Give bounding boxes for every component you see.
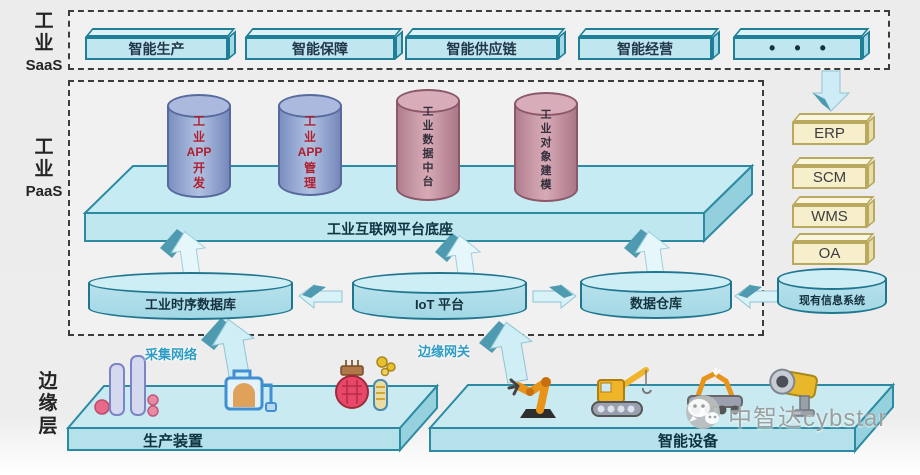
system-box-oa: OA [792,233,875,265]
cylinder-label: 工 业 数 据 中 台 [422,106,434,189]
saas-box-label: 智能供应链 [405,37,558,60]
arrow-iot-to-warehouse [532,284,577,309]
paas-side-label: 工 业 PaaS [18,137,70,201]
edge-side-label: 边 缘 层 [22,371,74,438]
db-cylinder-warehouse: 数据仓库 [580,271,732,319]
saas-side-label: 工 业 SaaS [18,11,70,75]
robot-arm-icon [507,377,556,418]
paas-cylinder-object-modeling: 工 业 对 象 建 模 [514,92,578,202]
paas-side-char1: 工 [34,137,54,158]
saas-side-char1: 工 [34,11,54,32]
edge-side-char1: 边 [38,371,58,392]
edge-gateway-label: 边缘网关 [418,344,471,359]
platform-base-label: 工业互联网平台底座 [327,221,453,237]
saas-box-label: 智能生产 [85,37,228,60]
system-box-label: SCM [792,166,867,189]
saas-box-smart-supply-chain: 智能供应链 [405,28,566,60]
system-box-label: ERP [792,122,867,145]
watermark-text: 中智达cybstar [728,405,888,432]
paas-cylinder-app-mgmt: 工 业 APP 管 理 [278,94,342,196]
system-box-label: OA [792,242,867,265]
production-platform-label: 生产装置 [142,433,203,450]
saas-box-smart-operation: 智能经营 [578,28,720,60]
paas-cylinder-app-dev: 工 业 APP 开 发 [167,94,231,198]
paas-side-text: PaaS [25,182,63,200]
devices-platform-label: 智能设备 [657,433,718,450]
collect-network-label: 采集网络 [145,347,198,362]
cylinder-label: 工 业 对 象 建 模 [540,109,552,192]
cylinder-label: 工 业 APP 开 发 [186,114,212,191]
db-label: IoT 平台 [414,297,465,312]
system-box-scm: SCM [792,157,875,189]
legacy-systems-label: 现有信息系统 [799,295,865,307]
system-box-wms: WMS [792,196,875,228]
saas-box-more: • • • [733,28,870,60]
saas-side-text: SaaS [25,56,63,74]
mixer-machine-icon [224,369,277,412]
edge-side-char3: 层 [38,415,58,437]
paas-cylinder-data-platform: 工 业 数 据 中 台 [396,89,460,201]
db-cylinder-iot-platform: IoT 平台 [352,272,527,320]
paas-side-char2: 业 [34,159,54,181]
system-box-label: WMS [792,205,867,228]
arrow-edge-gateway-up [478,318,539,386]
distillation-column-icon [94,355,159,417]
arrow-iot-to-tsdb [298,284,343,309]
arrow-saas-to-erp [812,70,850,112]
saas-box-label: 智能经营 [578,37,712,60]
reactor-icon [335,356,396,411]
saas-box-smart-production: 智能生产 [85,28,236,60]
db-cylinder-timeseries: 工业时序数据库 [88,272,293,320]
db-label: 工业时序数据库 [144,297,236,312]
system-box-erp: ERP [792,113,875,145]
saas-box-label: 智能保障 [245,37,395,60]
saas-box-smart-assurance: 智能保障 [245,28,403,60]
edge-side-char2: 缘 [38,393,58,415]
db-label: 数据仓库 [629,296,682,311]
legacy-systems-cylinder: 现有信息系统 [777,268,887,314]
excavator-icon [591,367,652,417]
cylinder-label: 工 业 APP 管 理 [297,114,323,191]
saas-side-char2: 业 [34,33,54,55]
arrow-legacy-to-warehouse [734,284,779,309]
saas-box-ellipsis: • • • [733,37,862,60]
cctv-camera-icon [769,368,818,417]
